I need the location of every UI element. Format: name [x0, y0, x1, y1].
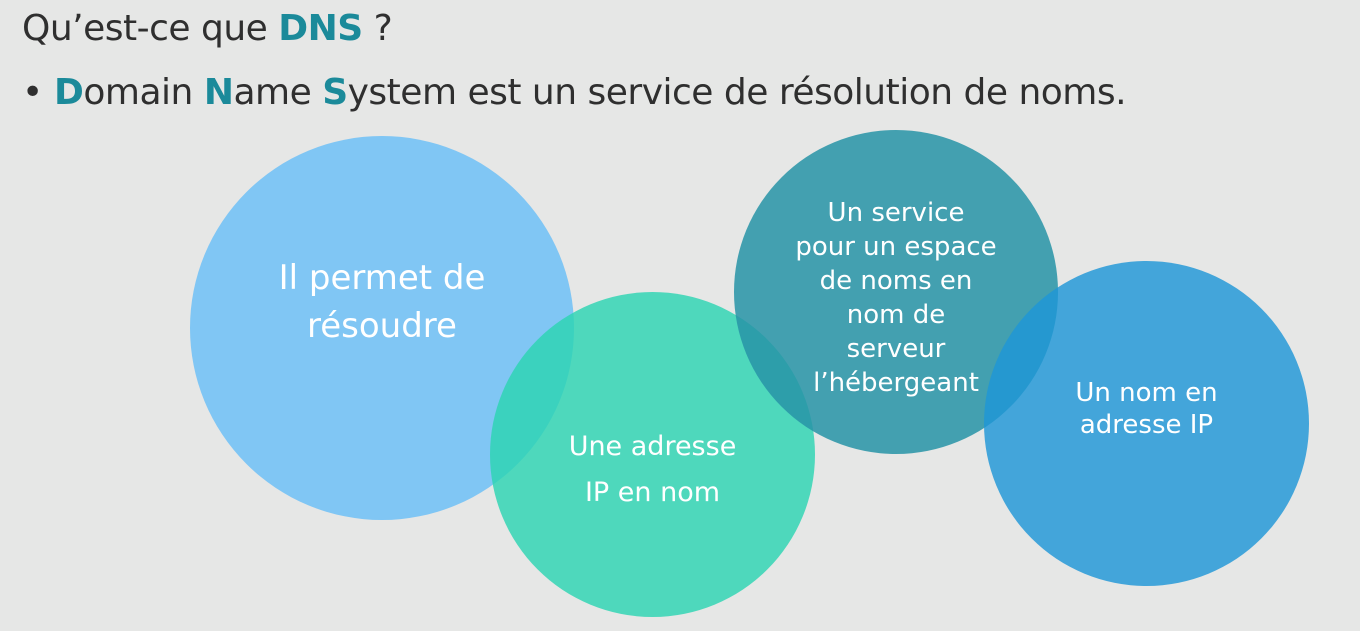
- word-name-rest: ame: [233, 72, 323, 113]
- circle-resolve-text: Il permet de résoudre: [278, 258, 486, 346]
- initial-d: D: [54, 72, 84, 113]
- definition-rest: ystem est un service de résolution de no…: [347, 72, 1127, 113]
- circle-ip-to-name-text: Une adresse IP en nom: [568, 430, 737, 508]
- word-domain-rest: omain: [83, 72, 204, 113]
- title-prefix: Qu’est-ce que: [22, 8, 279, 49]
- initial-n: N: [203, 72, 234, 113]
- title-suffix: ?: [362, 8, 393, 49]
- bullet-definition: • Domain Name System est un service de ré…: [22, 72, 1127, 113]
- bullet-marker: •: [22, 72, 43, 113]
- circle-namespace-service: Un service pour un espace de noms en nom…: [734, 130, 1058, 454]
- slide-title: Qu’est-ce que DNS ?: [22, 8, 393, 49]
- circle-name-to-ip: Un nom en adresse IP: [984, 261, 1309, 586]
- circle-namespace-service-text: Un service pour un espace de noms en nom…: [795, 198, 997, 398]
- circle-resolve: Il permet de résoudre: [190, 136, 574, 520]
- initial-s: S: [322, 72, 348, 113]
- title-highlight: DNS: [278, 8, 363, 49]
- circle-name-to-ip-text: Un nom en adresse IP: [1075, 377, 1218, 440]
